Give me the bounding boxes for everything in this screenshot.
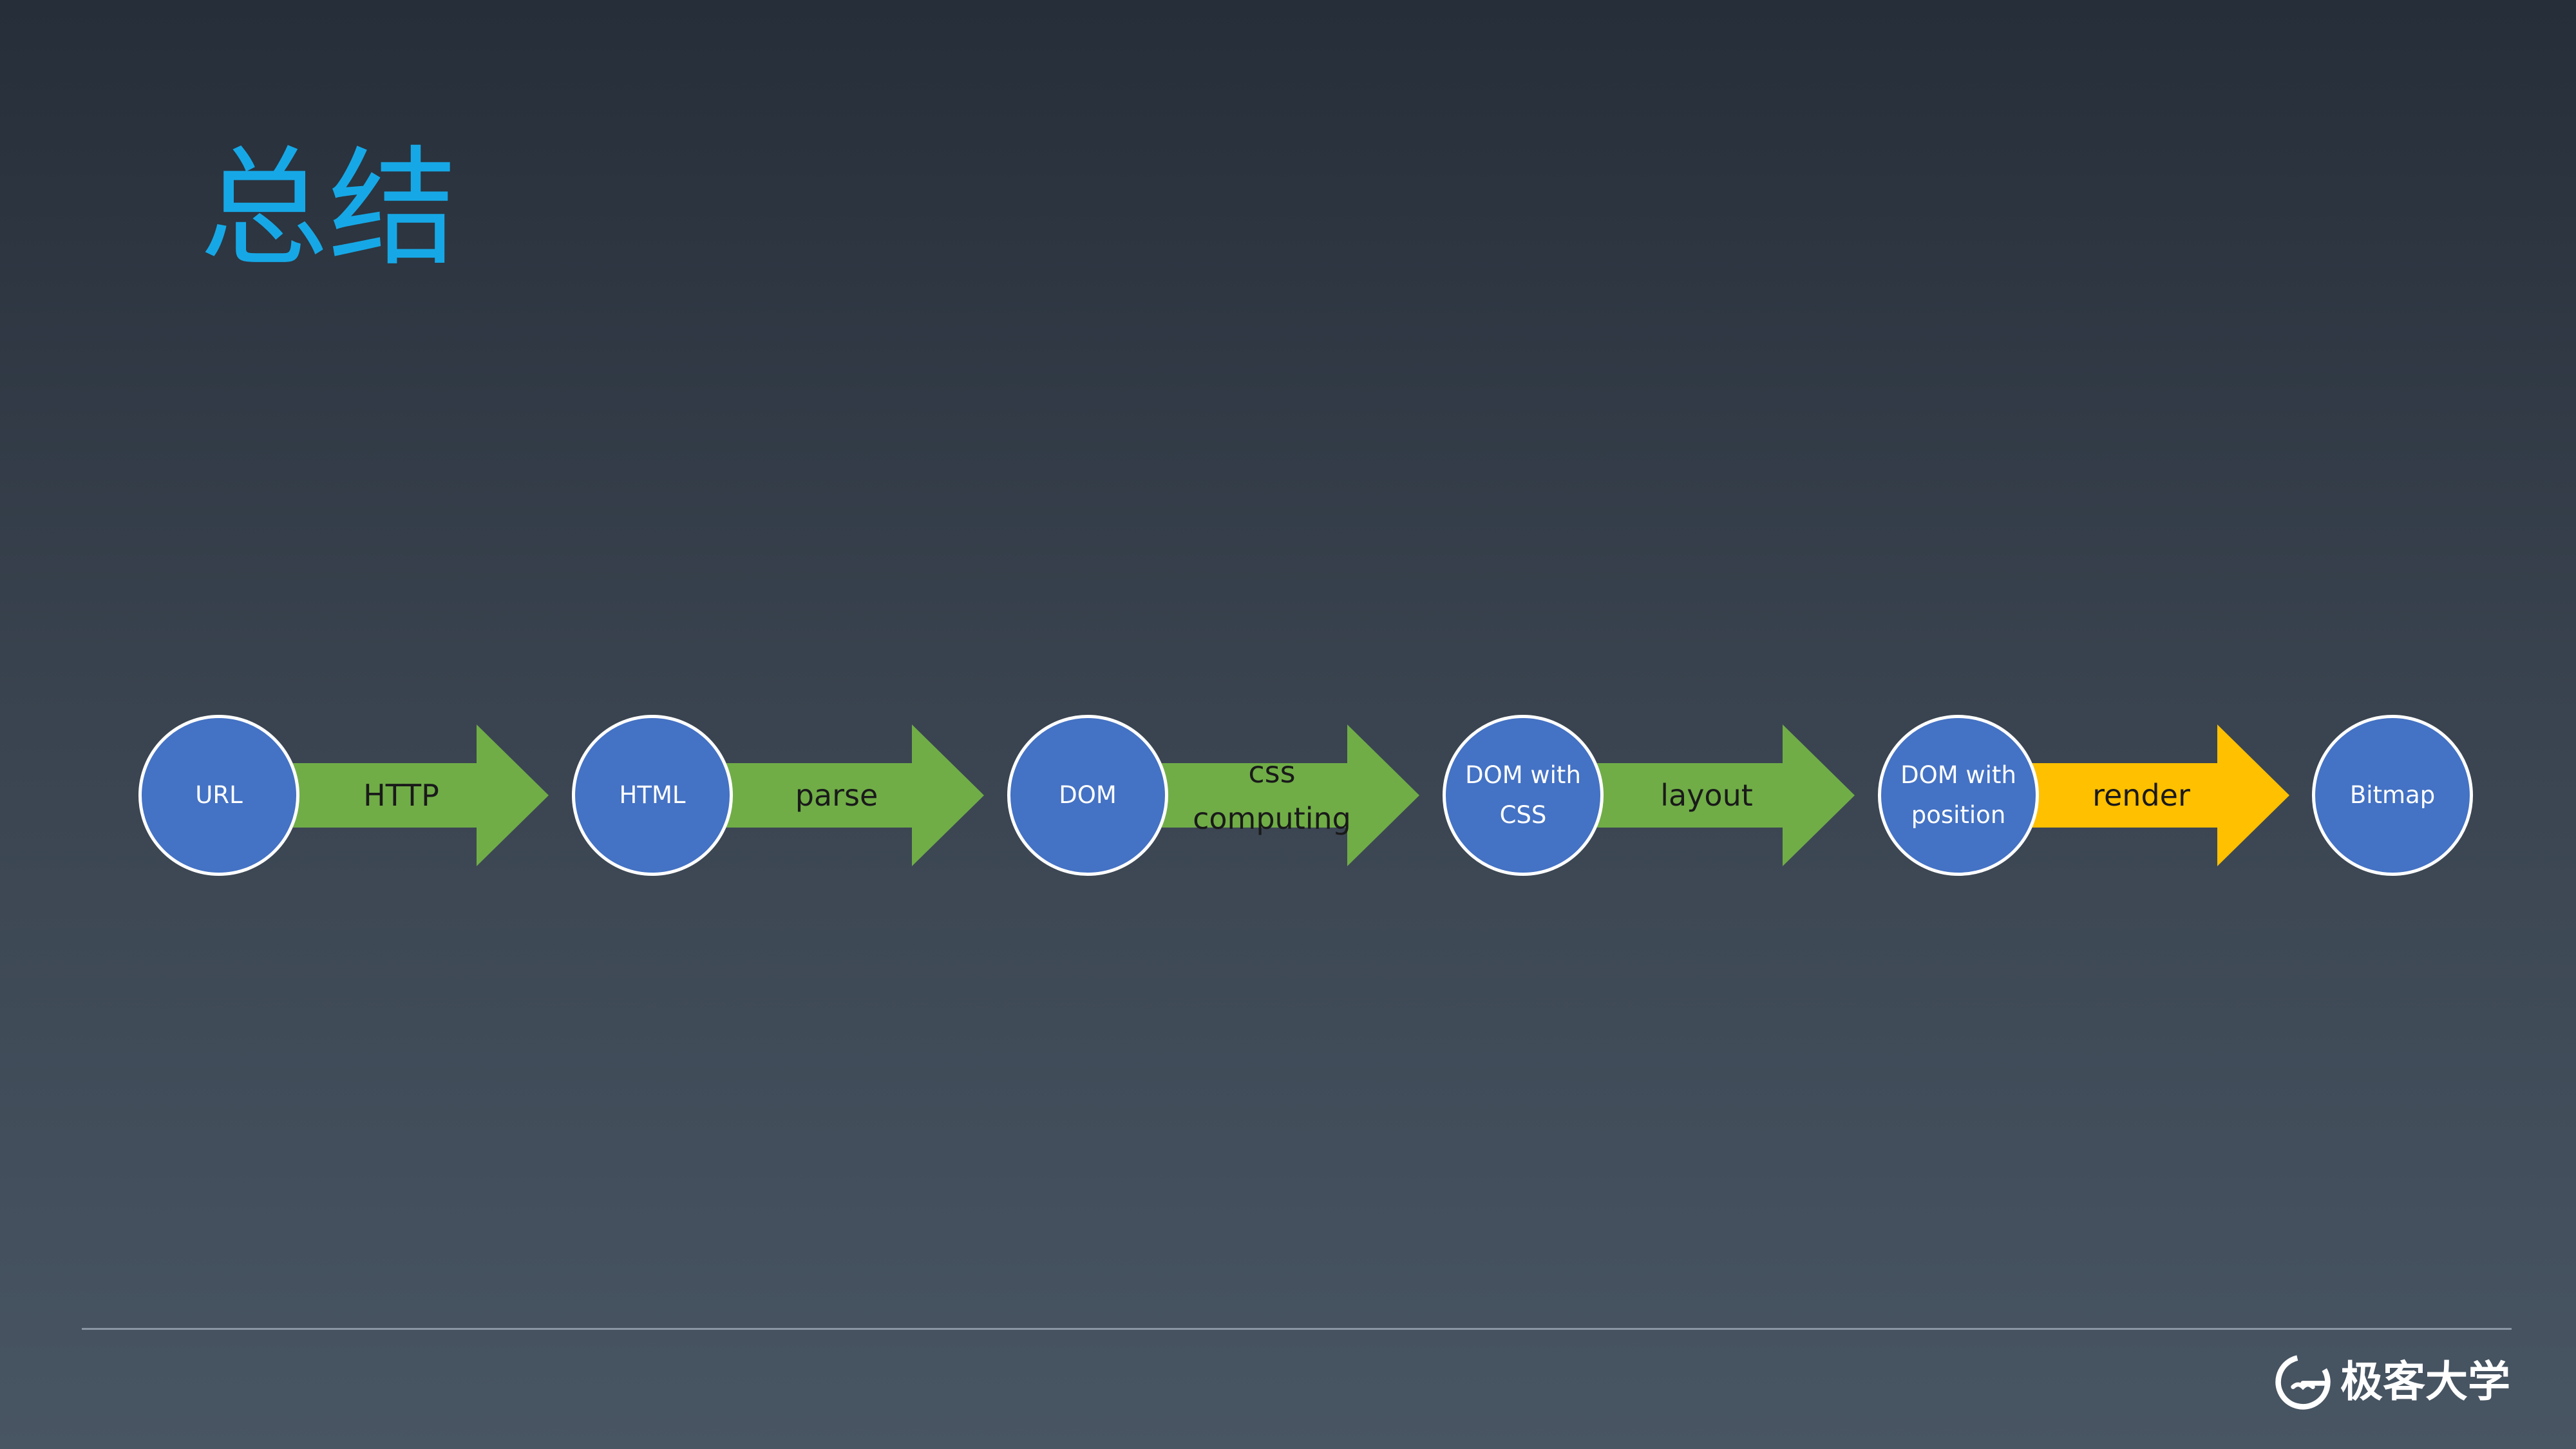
footer-divider xyxy=(82,1328,2512,1330)
logo-text: 极客大学 xyxy=(2340,1357,2510,1406)
arrow-parse xyxy=(718,724,984,866)
node-bitmap: Bitmap xyxy=(2312,715,2473,876)
edge-label-layout: layout xyxy=(1660,778,1753,813)
edge-label-css-computing: css computing xyxy=(1193,755,1351,836)
arrow-http xyxy=(283,724,549,866)
slide-title: 总结 xyxy=(200,134,458,284)
node-url: URL xyxy=(138,715,299,876)
node-dom: DOM xyxy=(1007,715,1168,876)
geek-logo-icon xyxy=(2275,1354,2331,1410)
edge-label-render: render xyxy=(2092,778,2190,813)
node-dom-with-position: DOM with position xyxy=(1878,715,2039,876)
node-dom-with-css: DOM with CSS xyxy=(1443,715,1604,876)
footer-logo: 极客大学 xyxy=(2272,1351,2510,1413)
edge-label-parse: parse xyxy=(795,778,878,813)
arrow-layout xyxy=(1588,724,1855,866)
node-html: HTML xyxy=(572,715,733,876)
arrow-css-computing xyxy=(1153,724,1419,866)
edge-label-http: HTTP xyxy=(363,778,439,813)
arrow-render xyxy=(2023,724,2289,866)
